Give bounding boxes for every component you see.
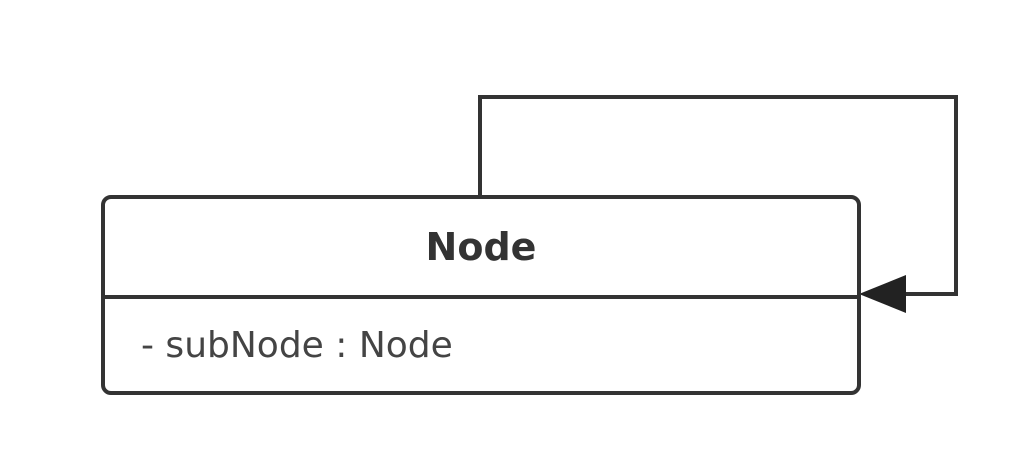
class-box-node[interactable]: Node - subNode : Node [101, 195, 861, 395]
association-line [478, 95, 958, 296]
class-attribute: - subNode : Node [141, 324, 453, 366]
association-arrowhead-icon [859, 275, 906, 313]
class-name: Node [425, 225, 537, 269]
class-divider [105, 295, 857, 299]
